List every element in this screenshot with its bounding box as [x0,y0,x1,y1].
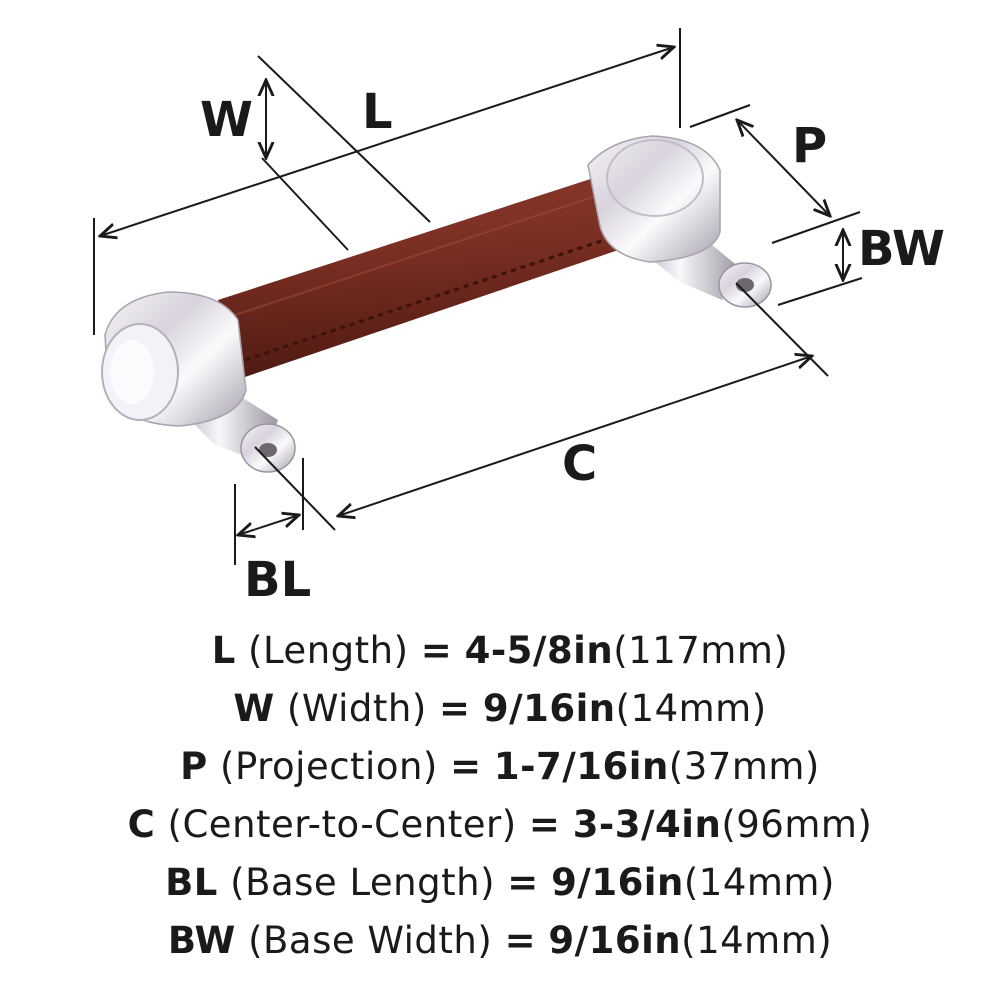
spec-equals: = [450,745,482,788]
spec-inch-value: 4-5/8in [464,629,614,672]
cabinet-pull-illustration [101,135,772,473]
spec-mm-value: (14mm) [683,861,835,904]
spec-code: L [211,629,236,672]
spec-equals: = [507,861,539,904]
center-extension-right [735,282,829,377]
spec-inch-value: 9/16in [482,687,616,730]
spec-equals: = [439,687,471,730]
width-extension-top [257,55,431,223]
spec-row-base-length: BL (Base Length) = 9/16in(14mm) [0,854,1000,912]
spec-code: P [180,745,208,788]
spec-code: BL [165,861,218,904]
projection-extension-bottom [771,211,861,244]
spec-row-projection: P (Projection) = 1-7/16in(37mm) [0,738,1000,796]
projection-extension-top [689,104,751,128]
spec-code: BW [167,919,236,962]
dimension-spec-list: L (Length) = 4-5/8in(117mm) W (Width) = … [0,622,1000,970]
spec-mm-value: (37mm) [668,745,820,788]
label-c: C [562,436,597,492]
base-length-dimension-line [238,515,299,535]
spec-equals: = [420,629,453,672]
dimension-lines [93,28,863,565]
label-p: P [792,118,827,174]
spec-name: (Base Length) [230,861,496,904]
spec-code: W [233,687,275,730]
width-extension-bottom [261,157,349,251]
center-extension-left [254,446,336,531]
spec-code: C [127,803,156,846]
spec-inch-value: 9/16in [548,919,682,962]
spec-mm-value: (14mm) [681,919,833,962]
spec-name: (Projection) [220,745,438,788]
left-end-cap [101,291,247,427]
spec-mm-value: (96mm) [721,803,873,846]
spec-row-width: W (Width) = 9/16in(14mm) [0,680,1000,738]
spec-inch-value: 3-3/4in [572,803,722,846]
label-w: W [200,92,253,148]
center-dimension-line [338,356,812,516]
base-width-extension-bottom [777,277,863,306]
label-bw: BW [858,221,945,277]
dimension-letters: W L P BW C BL [200,84,945,608]
dimension-diagram: W L P BW C BL [93,28,945,608]
projection-dimension-line [737,120,830,216]
spec-mm-value: (117mm) [613,629,789,672]
spec-name: (Base Width) [248,919,493,962]
spec-inch-value: 1-7/16in [493,745,669,788]
spec-row-center-to-center: C (Center-to-Center) = 3-3/4in(96mm) [0,796,1000,854]
leather-bar [218,172,636,378]
spec-row-length: L (Length) = 4-5/8in(117mm) [0,622,1000,680]
spec-row-base-width: BW (Base Width) = 9/16in(14mm) [0,912,1000,970]
spec-mm-value: (14mm) [615,687,767,730]
label-bl: BL [244,552,311,608]
spec-name: (Center-to-Center) [167,803,517,846]
spec-name: (Length) [248,629,409,672]
spec-equals: = [528,803,561,846]
spec-inch-value: 9/16in [551,861,684,904]
spec-equals: = [504,919,537,962]
spec-name: (Width) [286,687,427,730]
length-dimension-line [100,47,674,236]
label-l: L [362,84,393,140]
